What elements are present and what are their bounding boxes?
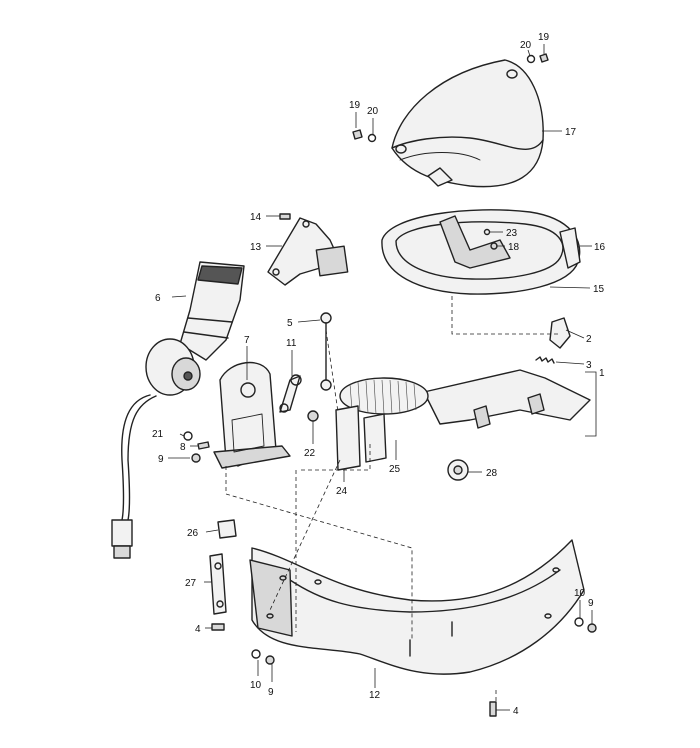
part-6-bellows (179, 261, 245, 361)
callout-28: 28 (486, 468, 498, 479)
callout-labels: 1 2 3 4 4 5 6 7 8 9 9 9 10 10 11 12 13 1… (152, 32, 606, 717)
callout-15: 15 (593, 284, 605, 295)
callout-11: 11 (286, 338, 297, 349)
callout-14: 14 (250, 212, 262, 223)
part-28-adjuster-knob (447, 459, 469, 481)
leader-lines (168, 44, 597, 711)
part-25-bracket (363, 413, 387, 463)
assembly-dashed-lines (225, 296, 560, 702)
part-3-spring (535, 356, 555, 364)
part-2-clip (549, 317, 571, 349)
screw-4-left (211, 623, 225, 631)
screw-14 (279, 213, 291, 220)
callout-27: 27 (185, 578, 197, 589)
part-15-mounting-ring (381, 209, 581, 295)
washer-10-right (574, 617, 584, 627)
callout-19a: 19 (538, 32, 550, 43)
screw-19-left (352, 129, 363, 140)
spring-coil (339, 377, 429, 415)
callout-4b: 4 (513, 706, 519, 717)
callout-3: 3 (586, 360, 592, 371)
callout-9b: 9 (268, 687, 274, 698)
callout-20a: 20 (520, 40, 532, 51)
callout-10a: 10 (250, 680, 262, 691)
part-17-housing-cover (391, 59, 544, 188)
callout-9a: 9 (158, 454, 164, 465)
nut-9-lower-left (265, 655, 275, 665)
nut-22 (307, 410, 319, 422)
callout-10b: 10 (574, 588, 586, 599)
part-13-bracket (267, 217, 349, 286)
callout-25: 25 (389, 464, 401, 475)
callout-12: 12 (369, 690, 381, 701)
callout-24: 24 (336, 486, 348, 497)
callout-1: 1 (599, 368, 605, 379)
callout-18: 18 (508, 242, 520, 253)
callout-5: 5 (287, 318, 293, 329)
callout-7: 7 (244, 335, 250, 346)
callout-22: 22 (304, 448, 316, 459)
washer-10-lower-left (251, 649, 261, 659)
screw-8 (197, 441, 210, 450)
washer-20-upper-right (526, 54, 536, 64)
callout-19b: 19 (349, 100, 361, 111)
callout-16: 16 (594, 242, 606, 253)
callout-8: 8 (180, 442, 186, 453)
screw-19-upper-right (539, 53, 549, 63)
part-7-mounting-plate (213, 361, 291, 469)
part-11-lever (279, 374, 302, 413)
callout-2: 2 (586, 334, 592, 345)
callout-13: 13 (250, 242, 262, 253)
part-27-screw-strip (209, 553, 227, 615)
callout-23: 23 (506, 228, 518, 239)
part-12-support-pan (249, 539, 585, 675)
washer-21 (183, 431, 193, 441)
callout-6: 6 (155, 293, 161, 304)
callout-20b: 20 (367, 106, 379, 117)
nut-9-right (587, 623, 597, 633)
callout-9c: 9 (588, 598, 594, 609)
part-24-bracket (335, 405, 361, 471)
callout-17: 17 (565, 127, 577, 138)
part-1-adjuster-frame (423, 369, 591, 429)
nut-9-upper (191, 453, 201, 463)
screw-4-bottom (489, 701, 497, 717)
headlamp-motor-unit (111, 338, 201, 559)
callout-4a: 4 (195, 624, 201, 635)
screw-23 (483, 228, 491, 236)
callout-26: 26 (187, 528, 199, 539)
callout-21: 21 (152, 429, 164, 440)
part-26-clip (217, 519, 237, 539)
washer-20-left (367, 133, 377, 143)
